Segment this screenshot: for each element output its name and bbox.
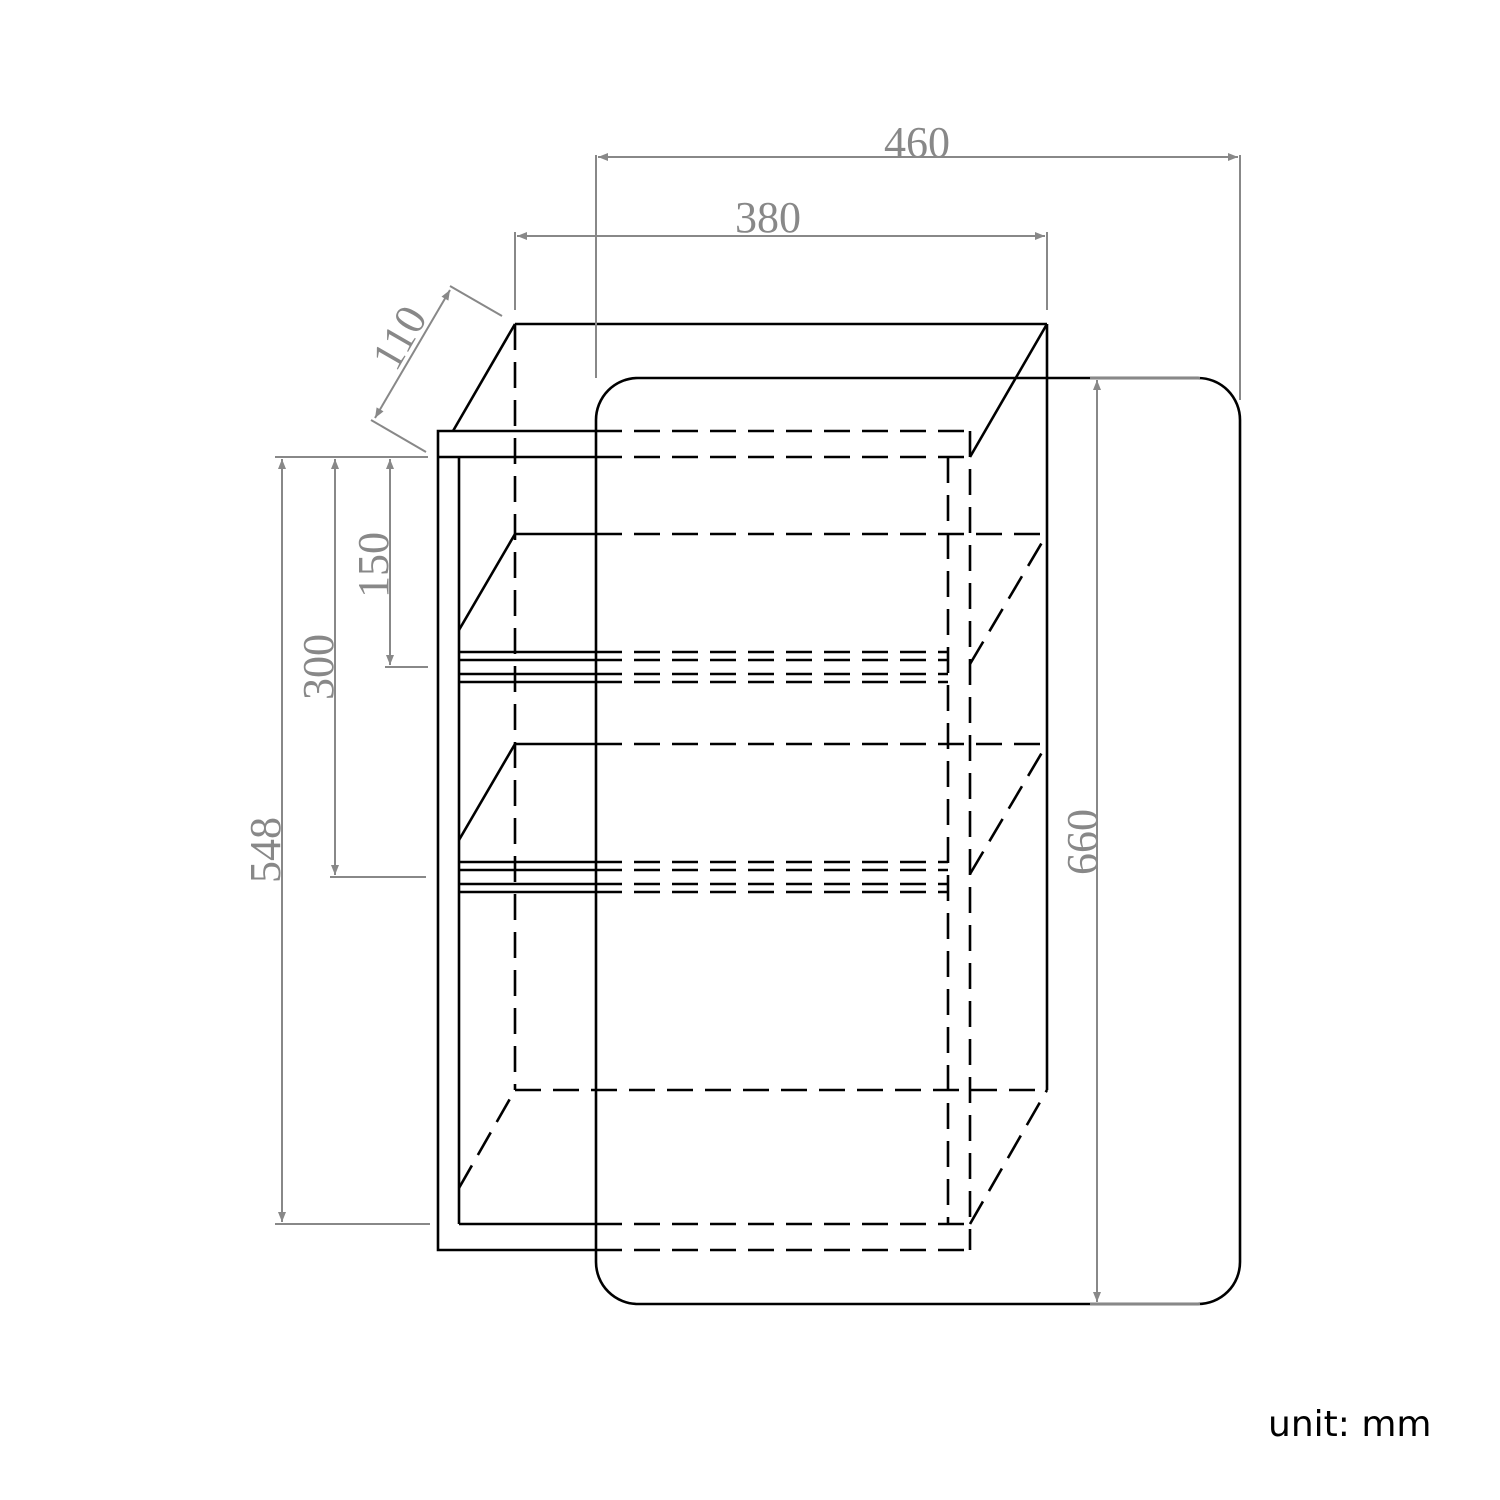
dimension-mirror-width: 460 <box>595 118 1241 400</box>
label-380: 380 <box>735 193 801 242</box>
cabinet-back <box>451 322 1049 1225</box>
label-150: 150 <box>349 532 398 598</box>
cabinet-front <box>436 429 972 1252</box>
dimension-shelf1: 150 <box>349 456 428 668</box>
dimension-mirror-height: 660 <box>1058 377 1200 1305</box>
label-460: 460 <box>884 118 950 167</box>
dimension-shelf2: 300 <box>294 456 426 878</box>
dimension-depth: 110 <box>362 285 503 453</box>
shelf-upper <box>457 532 1049 684</box>
shelf-lower <box>457 742 1049 894</box>
dimension-cabinet-height: 548 <box>241 456 430 1225</box>
label-110: 110 <box>362 298 437 378</box>
label-548: 548 <box>241 817 290 883</box>
mirror-outline <box>594 376 1242 1306</box>
label-660: 660 <box>1058 809 1107 875</box>
dimension-cabinet-width: 380 <box>514 193 1048 310</box>
unit-label: unit: mm <box>1268 1404 1432 1445</box>
label-300: 300 <box>294 634 343 700</box>
